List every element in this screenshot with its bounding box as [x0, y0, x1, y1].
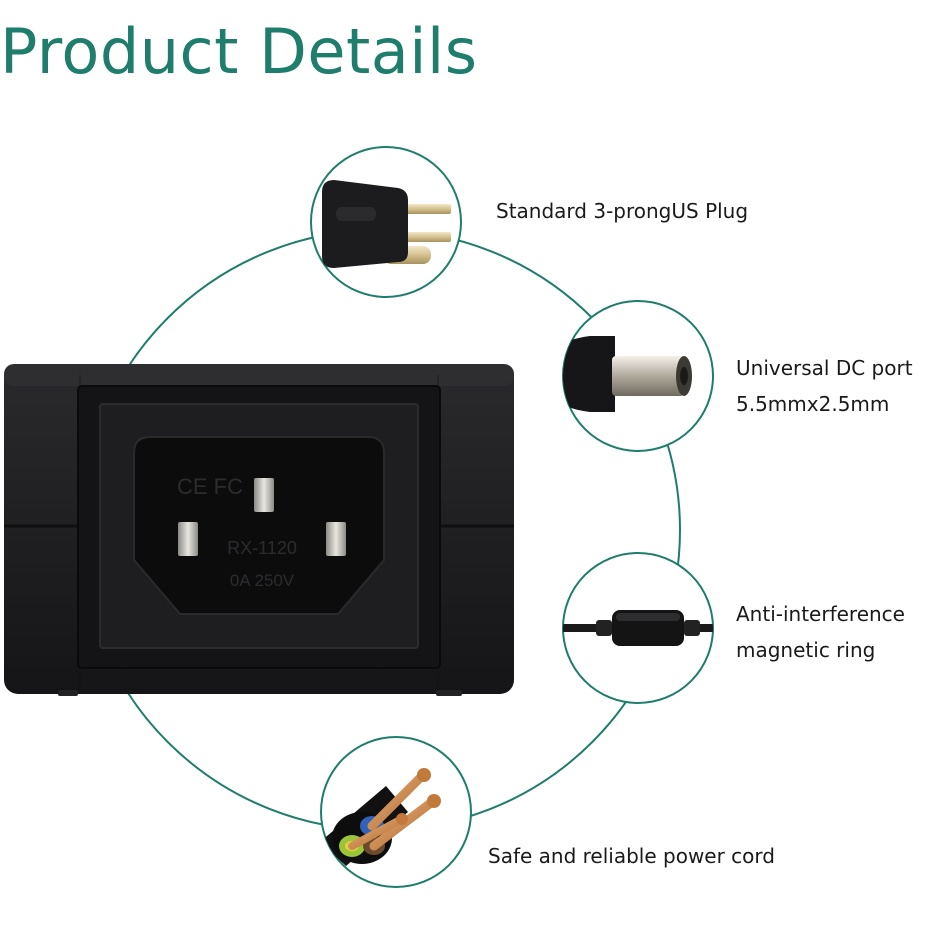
- ferrite-bead-cable-icon: [562, 552, 714, 704]
- feature-label-cord: Safe and reliable power cord: [488, 838, 775, 874]
- feature-label-dc-port: Universal DC port 5.5mmx2.5mm: [736, 350, 913, 422]
- feature-text-line: Anti-interference: [736, 602, 905, 626]
- adapter-model-label: RX-1120: [227, 538, 297, 558]
- dc-barrel-jack-icon: [562, 300, 714, 452]
- feature-text-line: magnetic ring: [736, 638, 876, 662]
- feature-label-ferrite: Anti-interference magnetic ring: [736, 596, 905, 668]
- adapter-marks: CE FC: [177, 474, 243, 499]
- feature-text-line: Safe and reliable power cord: [488, 844, 775, 868]
- power-adapter-image: CE FC RX-1120 0A 250V: [4, 364, 514, 696]
- feature-text-line: Standard 3-prongUS Plug: [496, 199, 749, 223]
- page-title: Product Details: [0, 15, 478, 88]
- adapter-rating-label: 0A 250V: [230, 571, 295, 590]
- feature-text-line: 5.5mmx2.5mm: [736, 392, 890, 416]
- power-cord-wires-icon: [320, 736, 472, 888]
- feature-label-plug: Standard 3-prongUS Plug: [496, 193, 748, 229]
- feature-text-line: Universal DC port: [736, 356, 913, 380]
- us-plug-icon: [310, 146, 462, 298]
